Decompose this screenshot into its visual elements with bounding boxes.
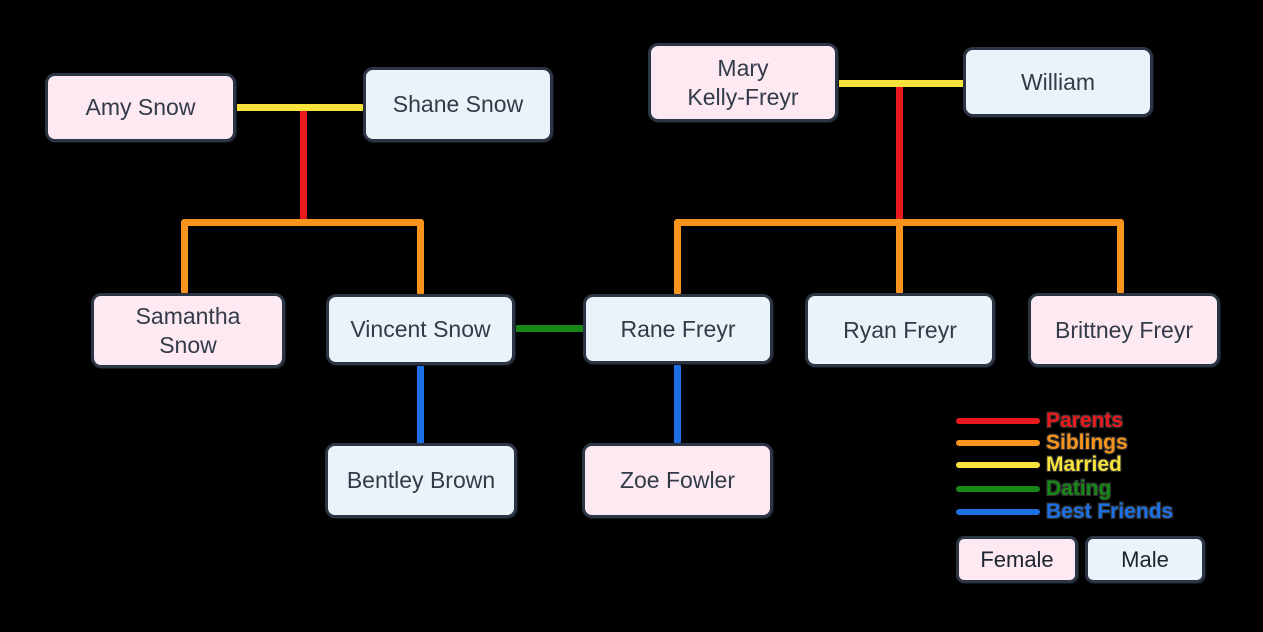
edge-parents-freyr (896, 81, 903, 226)
edge-siblings-freyr-drop2 (896, 219, 903, 295)
legend-label-dating: Dating (1046, 477, 1112, 500)
legend-male-box: Male (1085, 536, 1205, 583)
legend-row-dating: Dating (956, 477, 1111, 501)
node-william: William (963, 47, 1153, 117)
legend-line-married (956, 462, 1040, 468)
node-vincent-snow: Vincent Snow (326, 294, 515, 365)
edge-siblings-snow-horiz (181, 219, 424, 226)
edge-married-amy-shane (234, 104, 365, 111)
edge-siblings-snow-drop2 (417, 219, 424, 296)
legend-label-best-friends: Best Friends (1046, 500, 1174, 523)
legend-row-siblings: Siblings (956, 431, 1128, 455)
node-ryan-freyr: Ryan Freyr (805, 293, 995, 367)
legend-row-best-friends: Best Friends (956, 500, 1173, 524)
edge-dating-vincent-rane (512, 325, 586, 332)
legend-row-married: Married (956, 453, 1122, 477)
edge-siblings-freyr-drop3 (1117, 219, 1124, 295)
node-amy-snow: Amy Snow (45, 73, 236, 142)
node-samantha-snow: Samantha Snow (91, 293, 285, 368)
legend-label-siblings: Siblings (1046, 431, 1128, 454)
legend-row-parents: Parents (956, 409, 1123, 433)
legend-label-married: Married (1046, 453, 1122, 476)
node-mary-kelly-freyr: Mary Kelly-Freyr (648, 43, 838, 122)
legend-line-siblings (956, 440, 1040, 446)
edge-bestfriends-rane-zoe (674, 361, 681, 446)
node-zoe-fowler: Zoe Fowler (582, 443, 773, 518)
edge-bestfriends-vincent-bentley (417, 362, 424, 446)
node-rane-freyr: Rane Freyr (583, 294, 773, 364)
node-bentley-brown: Bentley Brown (325, 443, 517, 518)
legend-female-box: Female (956, 536, 1078, 583)
node-brittney-freyr: Brittney Freyr (1028, 293, 1220, 367)
edge-parents-snow (300, 105, 307, 226)
edge-siblings-snow-drop1 (181, 219, 188, 295)
node-shane-snow: Shane Snow (363, 67, 553, 142)
legend-line-dating (956, 486, 1040, 492)
edge-siblings-freyr-drop1 (674, 219, 681, 296)
legend-label-parents: Parents (1046, 409, 1124, 432)
edge-married-mary-william (834, 80, 967, 87)
legend-line-parents (956, 418, 1040, 424)
legend-line-best-friends (956, 509, 1040, 515)
